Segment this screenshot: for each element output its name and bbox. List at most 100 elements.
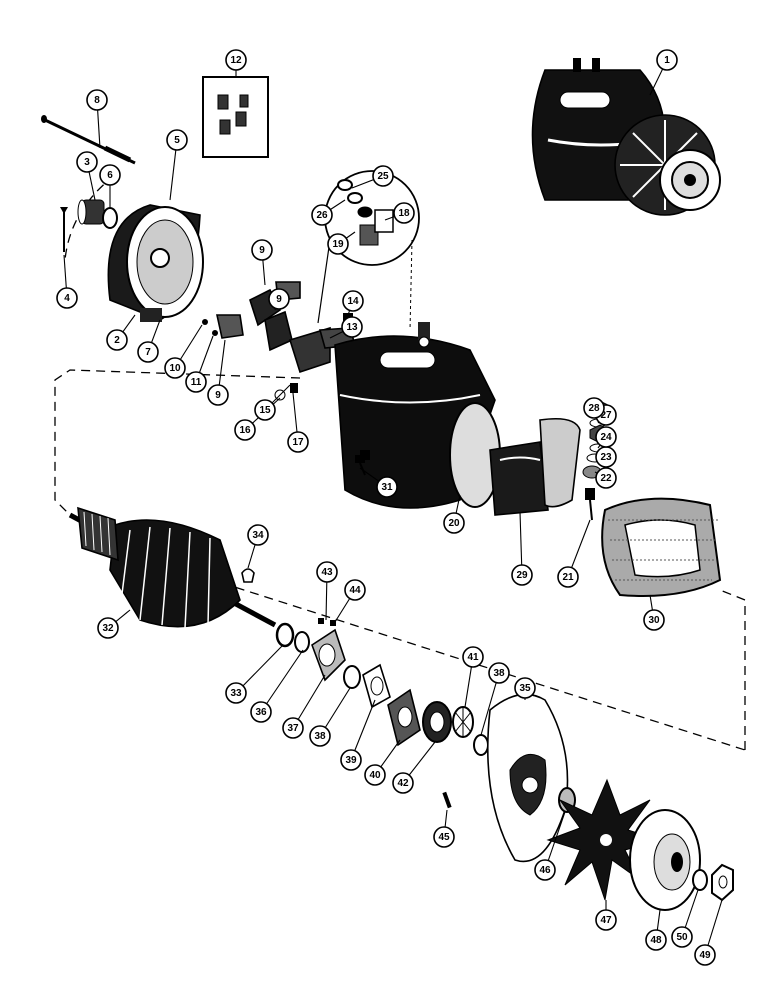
callout-number: 14 [347,296,359,307]
callout-number: 2 [114,335,120,346]
callout-number: 40 [369,770,381,781]
callout-18: 18 [393,202,415,224]
callout-number: 3 [84,157,90,168]
callout-24: 24 [595,426,617,448]
callout-bubble [341,316,363,338]
callout-bubble [462,646,484,668]
callout-number: 25 [377,171,389,182]
callout-38: 38 [488,662,510,684]
callout-number: 8 [94,95,100,106]
callout-number: 9 [259,245,265,256]
callout-bubble [595,467,617,489]
callout-44: 44 [344,579,366,601]
callout-bubble [106,329,128,351]
callout-number: 33 [230,688,242,699]
callout-bubble [393,202,415,224]
callout-16: 16 [234,419,256,441]
callout-bubble [287,431,309,453]
dowel-pin [442,791,452,809]
callout-bubble [595,426,617,448]
callout-4: 4 [56,287,78,309]
armature [68,506,277,629]
callout-number: 50 [676,932,688,943]
callout-30: 30 [643,609,665,631]
callout-12: 12 [225,49,247,71]
callout-number: 29 [516,570,528,581]
callout-number: 7 [145,347,151,358]
callout-bubble [247,524,269,546]
commutator-end-frame [107,204,204,322]
callout-number: 4 [64,293,70,304]
callout-32: 32 [97,617,119,639]
callout-number: 5 [174,135,180,146]
callout-bubble [645,929,667,951]
callout-number: 47 [600,915,612,926]
spacer-collar [294,631,310,653]
callout-number: 41 [467,652,479,663]
callout-bubble [137,341,159,363]
callout-bubble [342,290,364,312]
bearing-washer [473,734,489,756]
callout-17: 17 [287,431,309,453]
callout-25: 25 [372,165,394,187]
callout-number: 18 [398,208,410,219]
brush-set-box [202,76,269,158]
callout-number: 45 [438,832,450,843]
drive-pulley [629,809,701,911]
callout-bubble [376,476,398,498]
callout-37: 37 [282,717,304,739]
callout-bubble [86,89,108,111]
callout-bubble [656,49,678,71]
felt-washer [102,207,118,229]
callout-bubble [309,725,331,747]
gasket [362,663,391,709]
callout-bubble [268,288,290,310]
callout-number: 39 [345,755,357,766]
callout-bubble [76,151,98,173]
callout-6: 6 [99,164,121,186]
through-bolts [41,115,136,165]
callout-bubble [557,566,579,588]
callout-number: 16 [239,425,251,436]
callout-bubble [250,701,272,723]
callout-number: 49 [699,950,711,961]
callout-number: 22 [600,473,612,484]
callout-number: 44 [349,585,361,596]
ball-bearing [422,701,452,743]
callout-47: 47 [595,909,617,931]
callout-21: 21 [557,566,579,588]
pole-shoes [489,417,581,516]
woodruff-key [241,568,255,583]
callout-number: 31 [381,482,393,493]
callout-bubble [514,677,536,699]
callout-42: 42 [392,772,414,794]
callout-50: 50 [671,926,693,948]
pole-shoe-screw [355,455,366,476]
callout-number: 27 [600,410,612,421]
callout-35: 35 [514,677,536,699]
snap-ring [275,622,295,648]
callout-28: 28 [583,397,605,419]
callout-number: 15 [259,405,271,416]
callout-number: 26 [316,210,328,221]
callout-40: 40 [364,764,386,786]
callout-14: 14 [342,290,364,312]
callout-5: 5 [166,129,188,151]
callout-bubble [327,233,349,255]
callout-number: 38 [493,668,505,679]
callout-number: 36 [255,707,267,718]
callout-number: 13 [346,322,358,333]
callout-bubble [340,749,362,771]
callout-bubble [392,772,414,794]
retainer-washer [343,665,361,689]
callout-number: 23 [600,452,612,463]
lock-washer [692,869,708,891]
callout-20: 20 [443,512,465,534]
callout-11: 11 [185,371,207,393]
callout-number: 9 [276,294,282,305]
callout-bubble [511,564,533,586]
callout-9: 9 [268,288,290,310]
callout-number: 48 [650,935,662,946]
pulley-nut [711,863,734,902]
